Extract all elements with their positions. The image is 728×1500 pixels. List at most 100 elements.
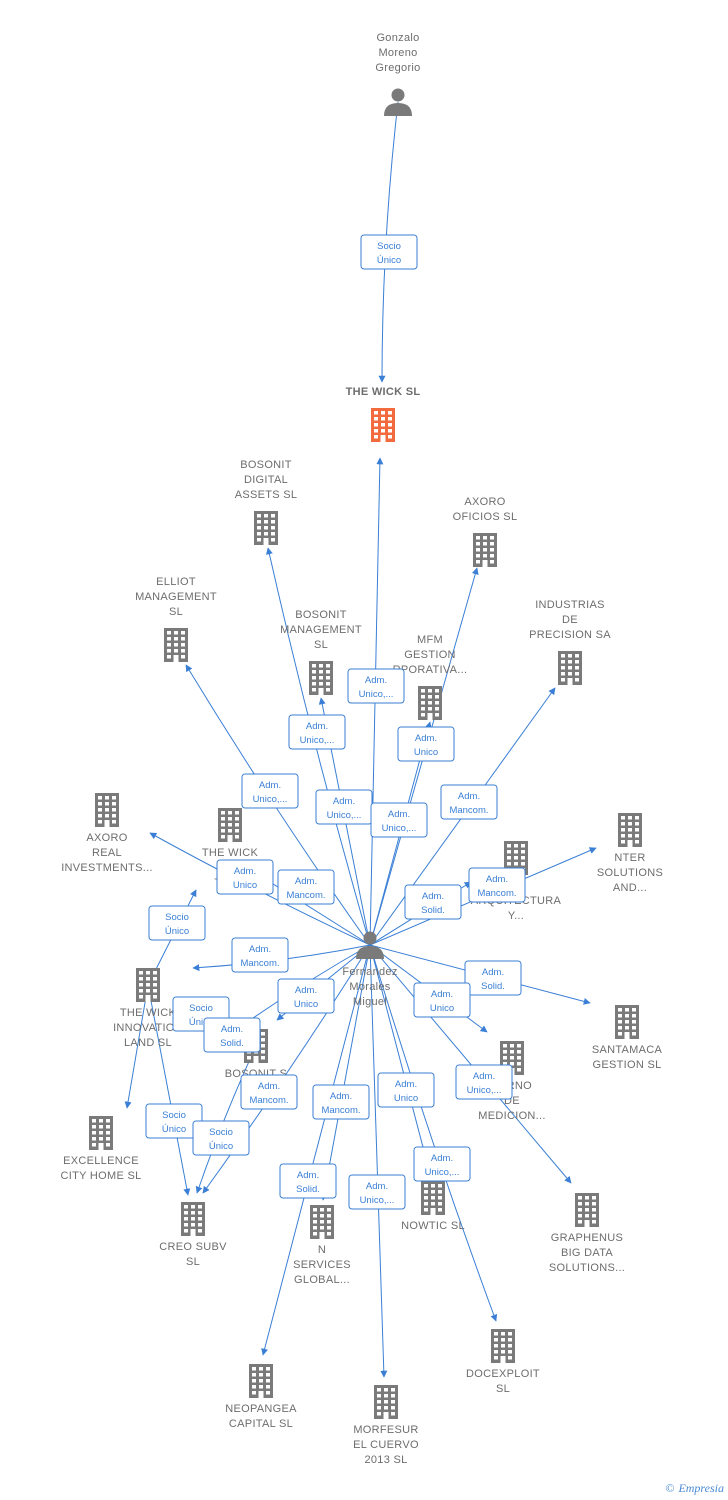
building-icon (491, 1329, 515, 1363)
edge-label-line: Adm. (366, 1181, 388, 1192)
edge-label[interactable]: Adm.Mancom. (231, 937, 289, 973)
node-nter[interactable]: NTERSOLUTIONSAND... (597, 813, 663, 894)
edge-label[interactable]: Adm.Unico,... (370, 802, 428, 838)
node-label: SL (186, 1256, 200, 1268)
node-thewick[interactable]: THE WICK SL (346, 386, 421, 442)
edge-fernandez-creo (202, 944, 371, 1194)
edge-label-line: Unico (414, 747, 438, 758)
edge-label-line: Unico (233, 880, 257, 891)
node-label: GESTION (404, 649, 456, 661)
edge-label-line: Unico,... (327, 810, 362, 821)
edge-label-line: Mancom. (249, 1095, 288, 1106)
node-label: AXORO (464, 496, 505, 508)
node-label: DIGITAL (244, 474, 288, 486)
edge-label[interactable]: Adm.Solid. (279, 1163, 337, 1199)
edge-label-line: Unico (394, 1093, 418, 1104)
node-label: 2013 SL (364, 1454, 407, 1466)
edge-label-line: Adm. (365, 675, 387, 686)
edge-label[interactable]: Adm.Unico,... (347, 668, 405, 704)
edge-label[interactable]: Adm.Solid. (464, 960, 522, 996)
building-icon (310, 1205, 334, 1239)
edge-label[interactable]: Adm.Unico (216, 859, 274, 895)
edge-label[interactable]: Adm.Unico (277, 978, 335, 1014)
edge-label-line: Adm. (482, 967, 504, 978)
node-label: MORFESUR (353, 1424, 418, 1436)
node-label: GESTION SL (592, 1059, 661, 1071)
edge-label[interactable]: Adm.Unico,... (413, 1146, 471, 1182)
person-icon (356, 931, 384, 959)
edge-label[interactable]: Adm. Mancom. (440, 784, 498, 820)
edge-label[interactable]: Adm.Unico (397, 726, 455, 762)
edge-label-line: Unico,... (382, 823, 417, 834)
edge-label-line: Solid. (296, 1184, 320, 1195)
building-icon (473, 533, 497, 567)
edge-label-line: Adm. (473, 1071, 495, 1082)
building-icon (95, 793, 119, 827)
node-axoro_real[interactable]: AXOROREALINVESTMENTS... (61, 793, 153, 874)
edge-label-line: Unico,... (300, 735, 335, 746)
node-label: MEDICION... (478, 1110, 545, 1122)
edge-label-line: Adm. (458, 791, 480, 802)
node-label: SL (314, 639, 328, 651)
edge-fernandez-graphenus (369, 944, 572, 1184)
edge-label[interactable]: Adm. Unico (413, 982, 471, 1018)
node-label: Fernandez (342, 966, 397, 978)
edge-label-line: Adm. (486, 874, 508, 885)
edge-label[interactable]: Adm.Mancom. (312, 1084, 370, 1120)
edge-label[interactable]: Adm.Unico,... (348, 1174, 406, 1210)
edge-label[interactable]: Adm.Mancom. (240, 1074, 298, 1110)
building-icon (615, 1005, 639, 1039)
building-icon (309, 661, 333, 695)
edge-label[interactable]: Adm.Mancom. (277, 869, 335, 905)
node-label: SANTAMACA (592, 1044, 663, 1056)
edge-label[interactable]: Adm.Unico,... (455, 1064, 513, 1100)
edge-label[interactable]: Adm.Unico,... (315, 789, 373, 825)
edge-label[interactable]: Adm.Mancom. (468, 867, 526, 903)
edge-label-line: Socio (162, 1110, 186, 1121)
edge-label-line: Unico (430, 1003, 454, 1014)
edge-label[interactable]: Adm.Unico,... (288, 714, 346, 750)
footer-brand[interactable]: ©Empresia (665, 1481, 724, 1496)
building-icon (421, 1181, 445, 1215)
node-label: INDUSTRIAS (535, 599, 605, 611)
node-santamaca[interactable]: SANTAMACA GESTION SL (592, 1005, 663, 1071)
edge-label[interactable]: Adm.Unico,... (241, 773, 299, 809)
node-label: THE WICK (202, 847, 259, 859)
edge-label[interactable]: Adm.Solid. (404, 884, 462, 920)
edge-label[interactable]: Adm.Solid. (203, 1017, 261, 1053)
node-label: GLOBAL... (294, 1274, 350, 1286)
node-nowtic[interactable]: NOWTIC SL (401, 1181, 465, 1232)
node-label: BOSONIT (240, 459, 292, 471)
edge-label-line: Unico,... (425, 1167, 460, 1178)
node-label: Gregorio (375, 62, 420, 74)
edge-label-line: Mancom. (449, 805, 488, 816)
node-label: PRECISION SA (529, 629, 611, 641)
node-label: MFM (417, 634, 443, 646)
node-label: N (318, 1244, 326, 1256)
edge-label-line: Adm. (249, 944, 271, 955)
node-mfm[interactable]: MFMGESTIONRPORATIVA... (393, 634, 468, 720)
edge-label-line: Adm. (431, 989, 453, 1000)
edge-label[interactable]: Adm.Unico (377, 1072, 435, 1108)
node-label: SL (496, 1383, 510, 1395)
edge-label-line: Único (209, 1141, 233, 1152)
node-nservices[interactable]: NSERVICESGLOBAL... (293, 1205, 351, 1286)
